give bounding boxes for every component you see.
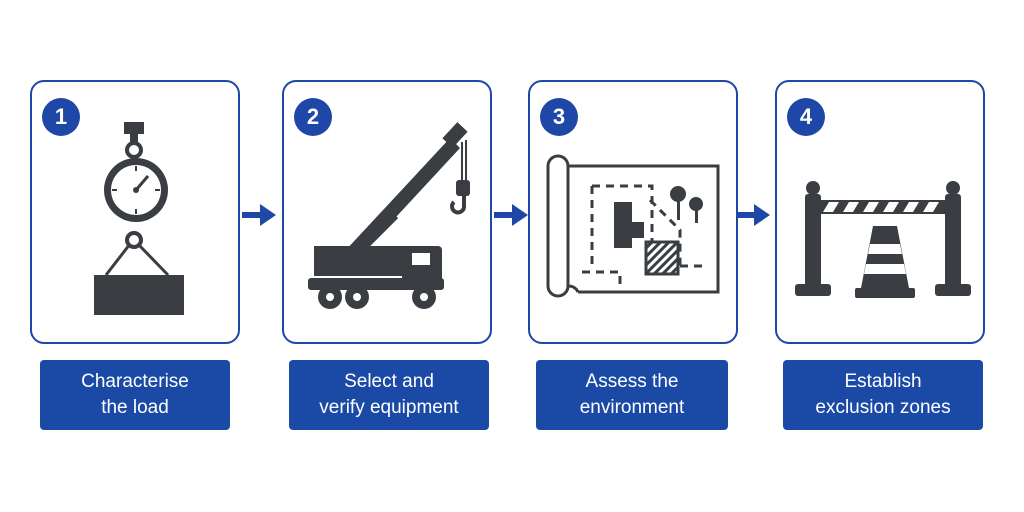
step-label-line: Assess the <box>585 371 679 392</box>
step-card-2: 2 <box>282 80 492 344</box>
step-number-1: 1 <box>42 98 80 136</box>
step-card-1: 1 <box>30 80 240 344</box>
step-label-2: Select and verify equipment <box>289 360 489 430</box>
step-label-line: exclusion zones <box>815 397 951 418</box>
step-label-line: Select and <box>344 371 434 392</box>
mobile-crane-icon <box>308 122 470 309</box>
arrow-right-icon <box>242 204 276 226</box>
step-label-line: verify equipment <box>319 397 459 418</box>
arrow-right-icon <box>736 204 770 226</box>
step-label-line: environment <box>579 397 685 418</box>
arrow-right-icon <box>494 204 528 226</box>
step-card-3: 3 <box>528 80 738 344</box>
hanging-scale-icon <box>94 122 184 315</box>
barrier-cone-icon <box>795 181 971 298</box>
step-number-4: 4 <box>787 98 825 136</box>
step-label-4: Establish exclusion zones <box>783 360 983 430</box>
step-label-1: Characterise the load <box>40 360 230 430</box>
step-label-line: the load <box>101 397 169 418</box>
step-label-3: Assess the environment <box>536 360 728 430</box>
site-plan-icon <box>546 154 720 298</box>
step-number-3: 3 <box>540 98 578 136</box>
step-number-2: 2 <box>294 98 332 136</box>
step-card-4: 4 <box>775 80 985 344</box>
step-label-line: Establish <box>844 371 922 392</box>
step-label-line: Characterise <box>81 371 189 392</box>
